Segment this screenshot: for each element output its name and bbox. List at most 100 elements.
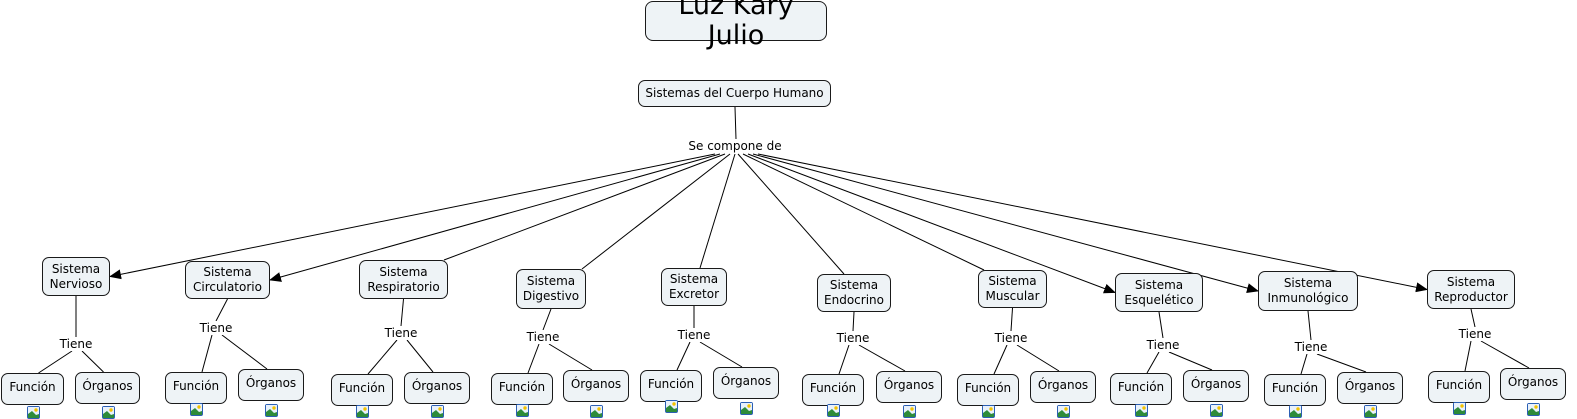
system-to-tiene-line [852,311,855,332]
organos-node[interactable]: Órganos [1500,368,1566,400]
funcion-node[interactable]: Función [957,374,1019,406]
tiene-to-organos-line [1168,351,1213,371]
system-node[interactable]: Sistema Respiratorio [359,260,448,299]
organos-node[interactable]: Órganos [1183,370,1249,402]
root-to-link-line [734,106,737,140]
funcion-node[interactable]: Función [802,374,864,406]
image-resource-icon[interactable] [1527,403,1540,416]
tiene-to-organos-line [1480,340,1530,369]
image-resource-icon[interactable] [265,404,278,417]
compose-line-7 [742,153,985,271]
image-resource-icon[interactable] [1057,405,1070,418]
compose-line-3 [443,153,726,261]
funcion-node[interactable]: Función [1,373,64,405]
organos-node[interactable]: Órganos [876,371,942,403]
image-resource-icon[interactable] [903,405,916,418]
tiene-to-funcion-line [838,344,850,375]
tiene-to-funcion-line [1464,340,1472,372]
image-resource-icon[interactable] [1364,405,1377,418]
compose-line-1 [109,153,716,280]
compose-line-9 [752,153,1259,293]
image-resource-icon[interactable] [1210,404,1223,417]
system-to-tiene-line [215,298,228,322]
system-to-tiene-line [542,308,552,331]
system-node[interactable]: Sistema Esquelético [1115,273,1203,312]
system-node[interactable]: Sistema Circulatorio [185,261,270,299]
tiene-to-organos-line [406,339,434,373]
tiene-link-label: Tiene [1293,340,1329,354]
image-resource-icon[interactable] [1289,405,1302,418]
organos-node[interactable]: Órganos [75,372,140,404]
tiene-link-label: Tiene [1457,327,1493,341]
organos-node[interactable]: Órganos [713,367,779,399]
tiene-link-label: Tiene [835,331,871,345]
tiene-to-funcion-line [527,343,540,374]
image-resource-icon[interactable] [665,400,678,413]
tiene-to-organos-line [1016,344,1060,372]
image-resource-icon[interactable] [190,403,203,416]
tiene-to-organos-line [699,341,743,368]
image-resource-icon[interactable] [356,405,369,418]
funcion-node[interactable]: Función [491,373,553,405]
system-to-tiene-line [1307,310,1312,341]
compose-line-5 [699,153,736,269]
tiene-to-funcion-line [1300,353,1308,375]
tiene-to-organos-line [858,344,906,372]
tiene-to-funcion-line [993,344,1008,375]
system-node[interactable]: Sistema Muscular [978,270,1047,308]
system-to-tiene-line [1470,308,1476,328]
image-resource-icon[interactable] [1135,404,1148,417]
system-node[interactable]: Sistema Endocrino [817,274,891,312]
tiene-to-funcion-line [1146,351,1160,374]
organos-node[interactable]: Órganos [1337,372,1403,404]
tiene-link-label: Tiene [525,330,561,344]
funcion-node[interactable]: Función [1428,371,1490,403]
tiene-to-funcion-line [676,341,691,371]
tiene-to-organos-line [221,334,268,370]
funcion-node[interactable]: Función [1110,373,1172,405]
image-resource-icon[interactable] [740,402,753,415]
image-resource-icon[interactable] [26,406,40,419]
system-node[interactable]: Sistema Nervioso [42,257,110,296]
tiene-link-label: Tiene [676,328,712,342]
compose-line-10 [757,153,1428,293]
system-node[interactable]: Sistema Inmunológico [1258,271,1358,311]
organos-node[interactable]: Órganos [238,369,304,401]
tiene-to-organos-line [548,343,593,371]
tiene-to-organos-line [1316,353,1367,373]
root-concept[interactable]: Sistemas del Cuerpo Humano [638,80,831,107]
tiene-link-label: Tiene [58,337,94,351]
tiene-to-funcion-line [38,350,73,374]
root-link-label: Se compone de [687,139,783,153]
system-to-tiene-line [1158,311,1164,339]
system-to-tiene-line [400,298,404,327]
compose-line-8 [747,153,1116,294]
image-resource-icon[interactable] [827,404,840,417]
image-resource-icon[interactable] [982,405,995,418]
funcion-node[interactable]: Función [640,370,702,402]
system-node[interactable]: Sistema Reproductor [1427,270,1515,309]
tiene-to-funcion-line [367,339,398,375]
image-resource-icon[interactable] [431,405,444,418]
tiene-to-funcion-line [201,334,213,373]
funcion-node[interactable]: Función [165,372,227,404]
funcion-node[interactable]: Función [331,374,393,406]
map-title: Luz Kary Julio [645,0,827,51]
image-resource-icon[interactable] [516,404,529,417]
tiene-link-label: Tiene [1145,338,1181,352]
organos-node[interactable]: Órganos [404,372,470,404]
compose-line-4 [581,153,731,270]
tiene-link-label: Tiene [993,331,1029,345]
organos-node[interactable]: Órganos [563,370,629,402]
funcion-node[interactable]: Función [1264,374,1326,406]
organos-node[interactable]: Órganos [1030,371,1096,403]
tiene-link-label: Tiene [383,326,419,340]
compose-line-6 [737,153,845,275]
system-node[interactable]: Sistema Digestivo [516,269,586,309]
system-to-tiene-line [1010,307,1013,332]
image-resource-icon[interactable] [590,405,603,418]
image-resource-icon[interactable] [1453,402,1466,415]
system-node[interactable]: Sistema Excretor [661,268,727,306]
image-resource-icon[interactable] [101,406,115,419]
